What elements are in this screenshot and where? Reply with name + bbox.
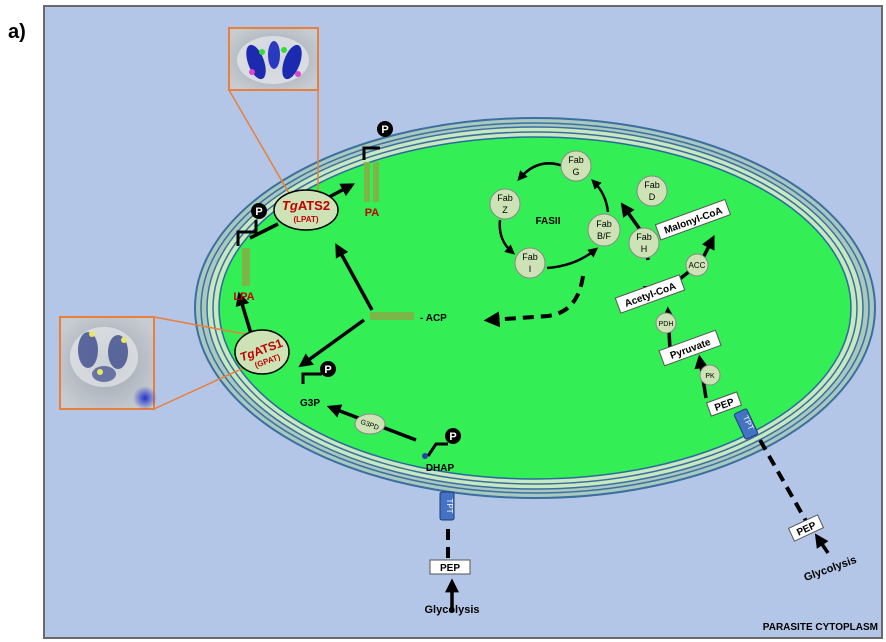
svg-text:PK: PK (705, 373, 715, 380)
acyl-acp-lipid (370, 312, 414, 320)
fab-i-enzyme: Fab I (515, 248, 545, 278)
svg-text:Fab: Fab (497, 193, 513, 203)
svg-text:H: H (641, 244, 648, 254)
svg-text:Fab: Fab (644, 180, 660, 190)
pep-box-bottom: PEP (430, 560, 470, 574)
tgats2-enzyme: TgATS2 (LPAT) (274, 190, 338, 230)
fab-bf-enzyme: Fab B/F (588, 214, 620, 246)
svg-text:P: P (381, 124, 388, 136)
acp-label: - ACP (420, 313, 447, 324)
svg-text:G: G (572, 167, 579, 177)
dhap-label: DHAP (426, 463, 455, 474)
svg-text:PDH: PDH (659, 321, 674, 328)
svg-text:PEP: PEP (440, 563, 460, 574)
svg-text:Fab: Fab (522, 252, 538, 262)
pdh-enzyme: PDH (656, 313, 676, 333)
lpa-label: LPA (233, 291, 254, 303)
svg-text:I: I (529, 264, 532, 274)
svg-text:Fab: Fab (596, 219, 612, 229)
svg-text:B/F: B/F (597, 231, 612, 241)
glycolysis-label-bottom: Glycolysis (424, 604, 479, 616)
tpt-transporter-bottom: TPT (440, 492, 454, 520)
g3p-label: G3P (300, 398, 320, 409)
fab-z-enzyme: Fab Z (490, 189, 520, 219)
svg-text:TgATS2: TgATS2 (282, 198, 330, 213)
apicoplast (195, 118, 875, 498)
svg-text:ACC: ACC (689, 261, 706, 270)
compartment-label: PARASITE CYTOPLASM (763, 622, 878, 633)
panel-label: a) (8, 21, 26, 43)
acc-enzyme: ACC (686, 254, 708, 276)
fab-g-enzyme: Fab G (561, 151, 591, 181)
fab-d-enzyme: Fab D (637, 176, 667, 206)
apicoplast-stroma (219, 137, 851, 479)
lpa-lipid (242, 248, 250, 286)
pa-label: PA (365, 207, 380, 219)
svg-text:P: P (255, 206, 262, 218)
fasii-label: FASII (535, 216, 560, 227)
svg-text:D: D (649, 192, 656, 202)
tgats1-enzyme: TgATS1 (GPAT) (235, 330, 289, 374)
svg-text:TPT: TPT (445, 498, 454, 513)
fab-h-enzyme: Fab H (629, 228, 659, 258)
svg-text:P: P (324, 364, 331, 376)
svg-text:Fab: Fab (568, 155, 584, 165)
g3pd-enzyme: G3PD (355, 414, 385, 434)
pk-enzyme: PK (700, 365, 720, 385)
svg-text:P: P (449, 431, 456, 443)
svg-text:(LPAT): (LPAT) (293, 215, 318, 224)
svg-text:Fab: Fab (636, 232, 652, 242)
svg-text:Z: Z (502, 205, 508, 215)
